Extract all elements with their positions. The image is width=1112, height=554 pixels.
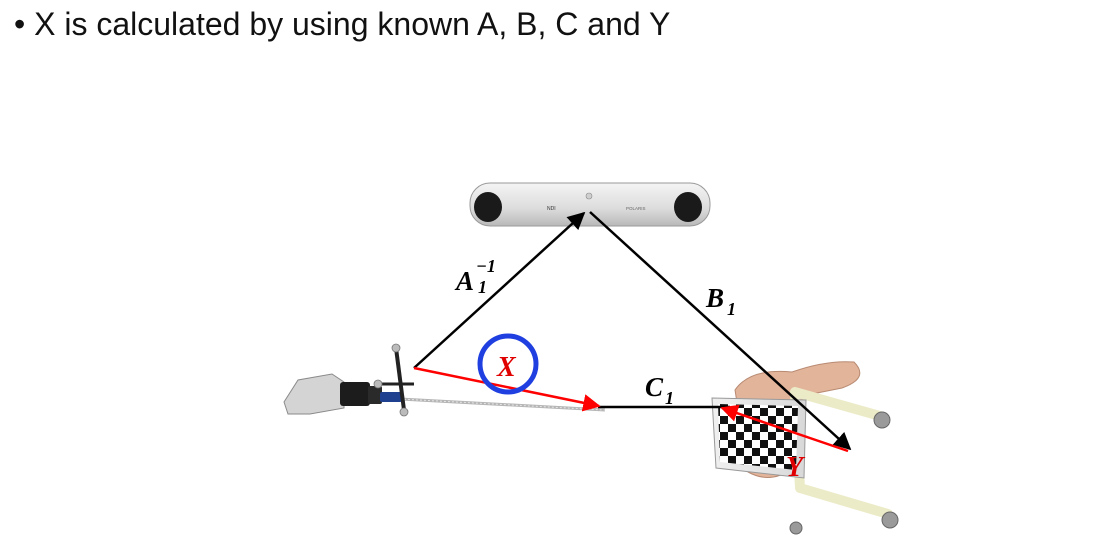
marker-sphere [399,407,409,417]
transform-arrows [413,211,852,453]
tracker-brand-right: POLARIS [626,206,646,211]
label-C: C [645,372,664,402]
marker-sphere [873,411,891,429]
label-A: A [454,266,474,296]
arrow-A [413,211,586,369]
label-X: X [496,352,517,383]
optical-tracker: NDI POLARIS [469,182,711,227]
bullet-symbol: • [14,6,26,42]
endoscope-camera [283,343,606,417]
bullet-line: • X is calculated by using known A, B, C… [14,6,670,43]
label-B-subscript: 1 [727,299,736,319]
scope-shaft [399,397,606,412]
bullet-text: X is calculated by using known A, B, C a… [34,6,671,42]
label-B: B [705,283,724,313]
label-Y: Y [786,452,806,483]
arrow-X [413,366,601,412]
arrow-Y [720,404,849,453]
tracker-brand-left: NDI [547,206,556,212]
x-highlight-circle [477,333,539,395]
label-A-subscript: 1 [478,277,487,297]
marker-sphere [881,511,899,529]
tracker-left-lens [474,192,502,222]
marker-sphere [373,379,383,389]
label-A-superscript: −1 [476,256,496,276]
tracker-right-lens [674,192,702,222]
marker-sphere [789,521,803,535]
label-C-subscript: 1 [665,388,674,408]
marker-sphere [391,343,401,353]
arrow-B [589,211,852,451]
calibration-board [711,361,899,535]
camera-head [283,373,345,415]
